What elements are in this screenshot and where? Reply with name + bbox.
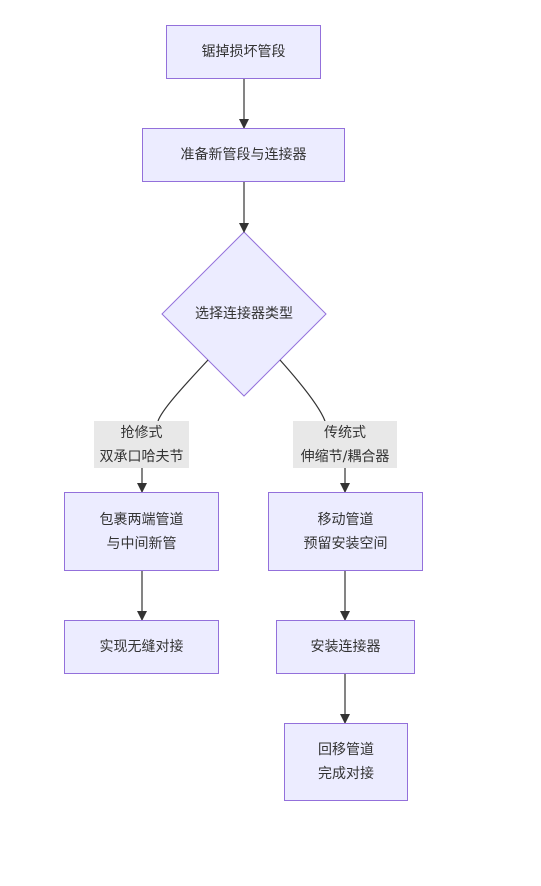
node-wrap-line1: 包裹两端管道: [99, 511, 184, 528]
node-move-line1: 移动管道: [317, 511, 374, 528]
node-seamless-label: 实现无缝对接: [99, 639, 184, 655]
node-wrap-line2: 与中间新管: [106, 535, 177, 552]
node-move-line2: 预留安装空间: [303, 535, 388, 552]
edge-decision-to-wrap: [142, 359, 209, 492]
node-saw-off-label: 锯掉损坏管段: [201, 44, 286, 60]
node-install-label: 安装连接器: [310, 639, 381, 655]
edge-label-left-line2: 双承口哈夫节: [99, 448, 184, 465]
node-move: 移动管道 预留安装空间: [268, 492, 423, 571]
node-return: 回移管道 完成对接: [284, 723, 408, 801]
node-seamless: 实现无缝对接: [64, 620, 219, 674]
edge-label-left: 抢修式 双承口哈夫节: [94, 421, 189, 468]
node-return-line2: 完成对接: [318, 766, 374, 782]
node-return-line1: 回移管道: [318, 742, 374, 758]
decision-diamond: [161, 231, 327, 397]
edge-label-right-line1: 传统式: [324, 424, 366, 441]
node-prepare-label: 准备新管段与连接器: [180, 147, 307, 163]
node-decision-label: 选择连接器类型: [195, 306, 293, 322]
edge-decision-to-move: [279, 359, 345, 492]
node-decision: 选择连接器类型: [162, 294, 326, 334]
edge-label-right: 传统式 伸缩节/耦合器: [293, 421, 397, 468]
edge-label-right-line2: 伸缩节/耦合器: [300, 448, 390, 465]
node-wrap: 包裹两端管道 与中间新管: [64, 492, 219, 571]
node-saw-off: 锯掉损坏管段: [166, 25, 321, 79]
edge-label-left-line1: 抢修式: [120, 424, 163, 441]
node-prepare: 准备新管段与连接器: [142, 128, 345, 182]
node-install: 安装连接器: [276, 620, 415, 674]
